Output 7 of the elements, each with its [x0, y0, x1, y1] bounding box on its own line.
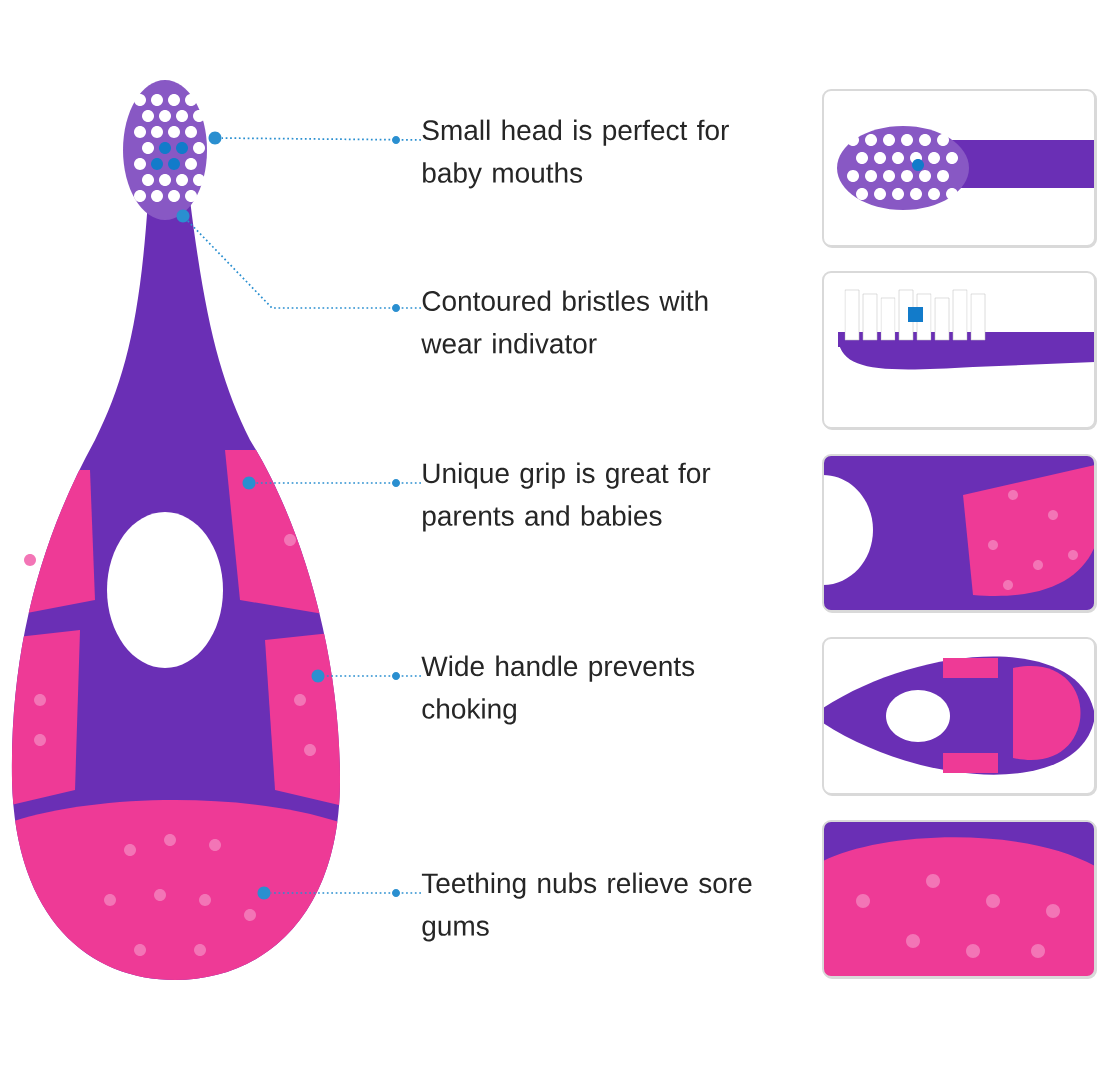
feature-text: Unique grip is great for parents and babies — [423, 462, 711, 532]
feature-text: Wide handle prevents choking — [421, 655, 695, 725]
feature-text: Small head is perfect for baby mouths — [422, 119, 729, 189]
feature-text: Contoured bristles with wear indivator — [421, 290, 708, 354]
leader-line — [186, 220, 422, 309]
feature-text: Teething nubs relieve sore gums — [421, 872, 752, 942]
leader-line — [254, 482, 422, 484]
